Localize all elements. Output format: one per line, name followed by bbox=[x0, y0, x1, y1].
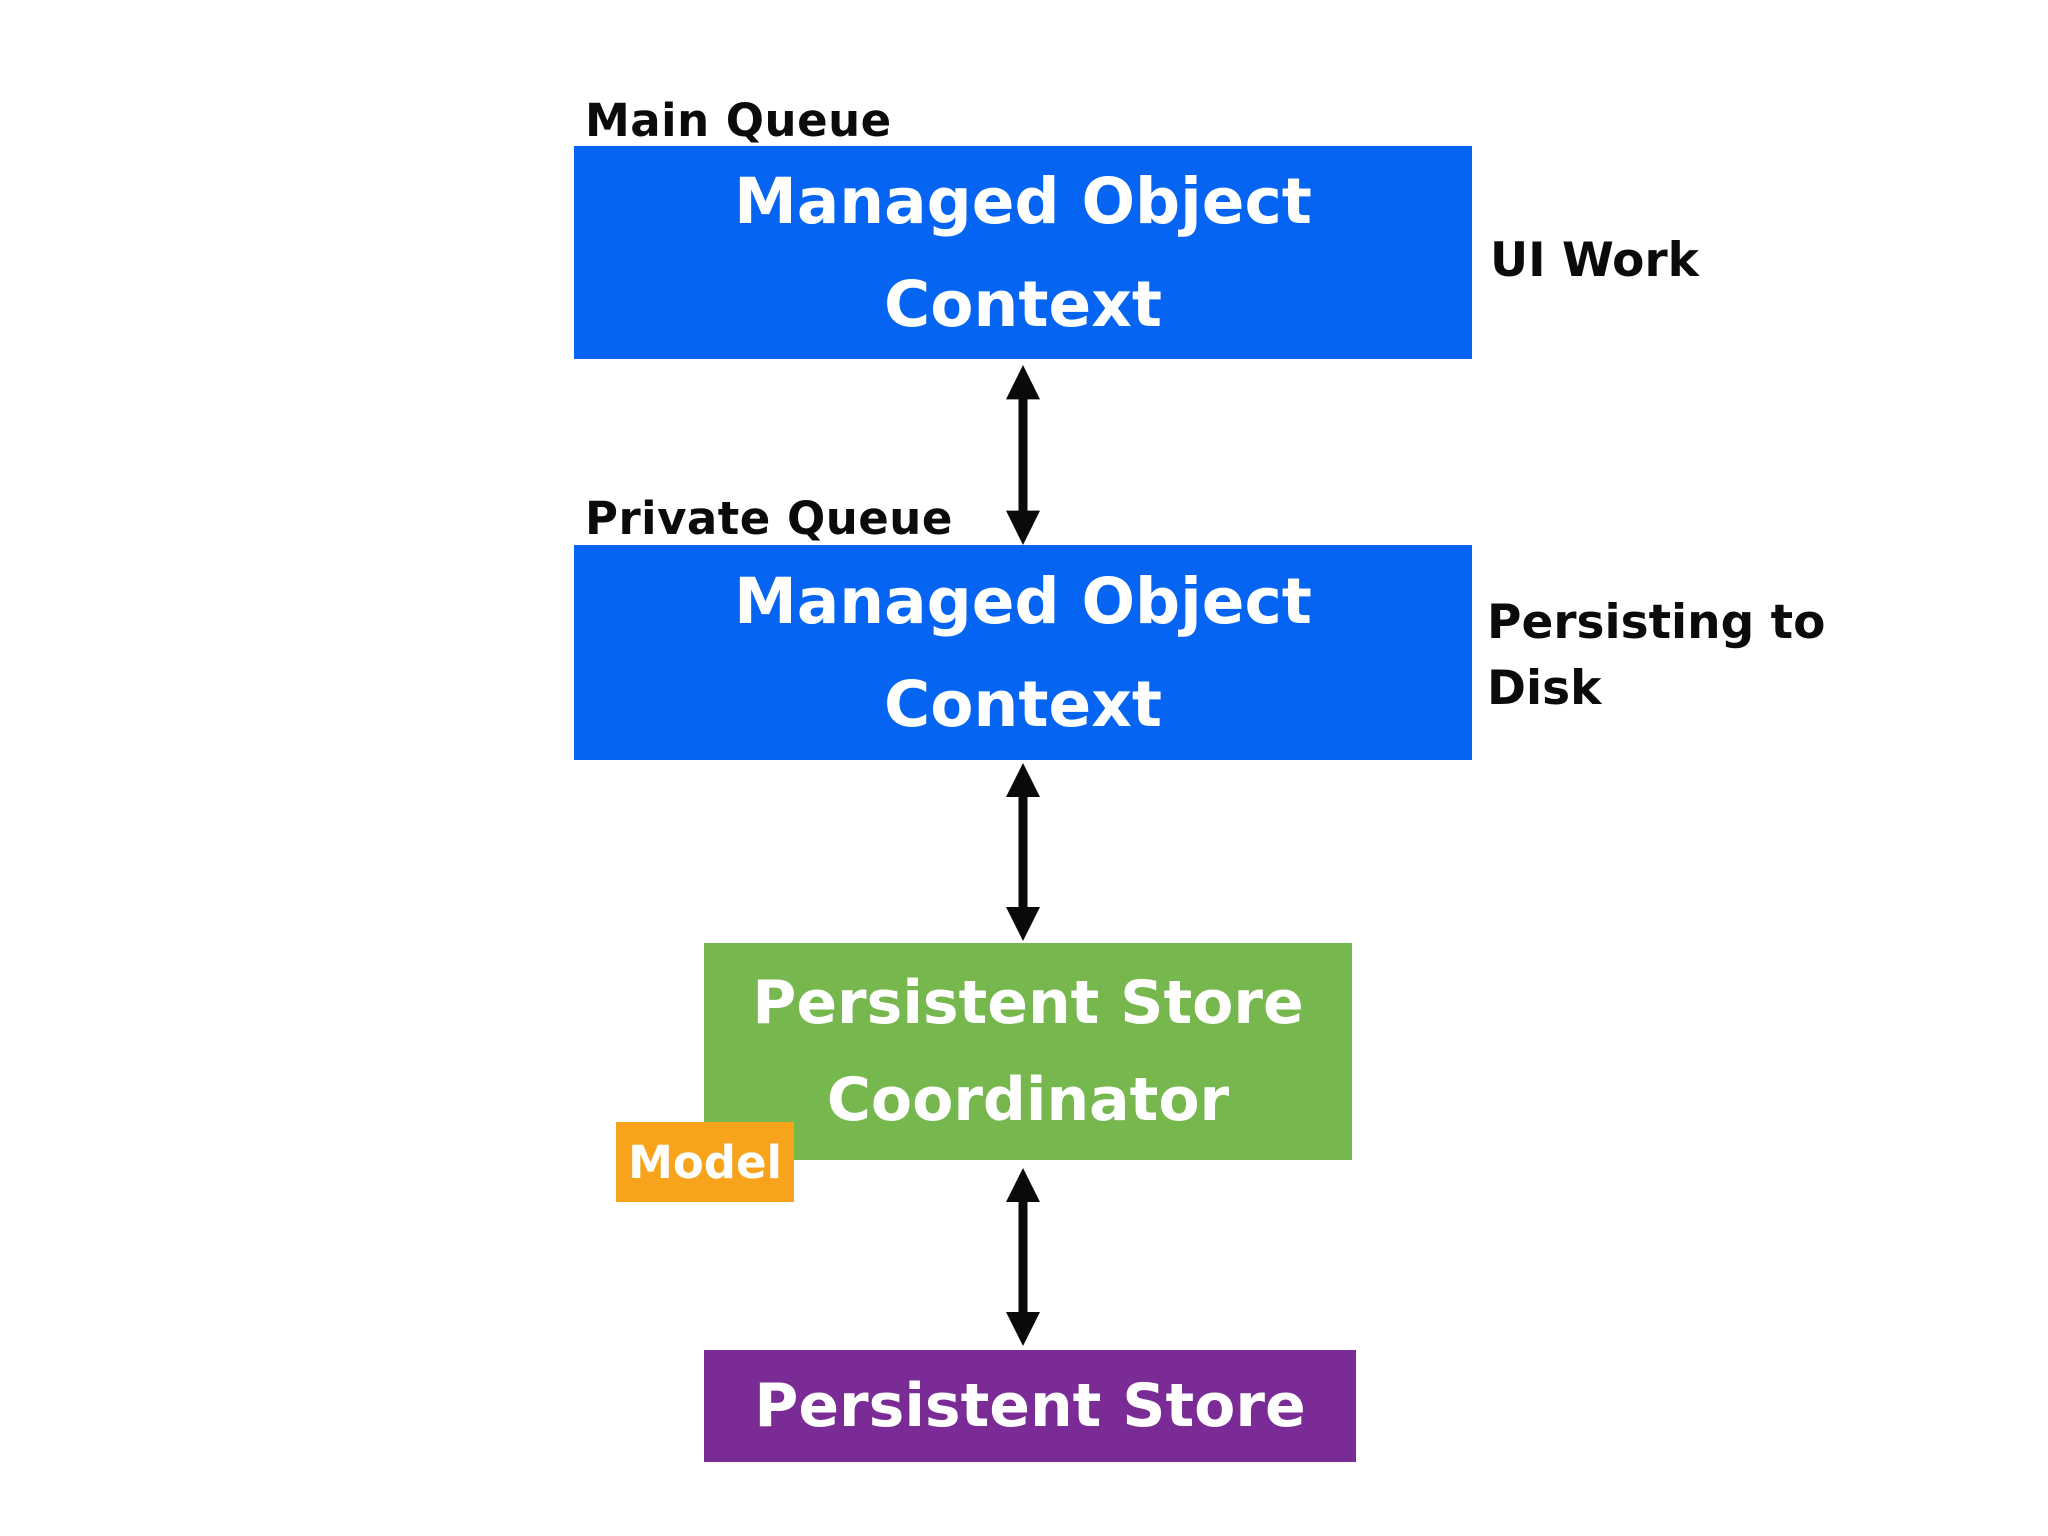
box-title-line: Managed Object bbox=[734, 564, 1312, 638]
persistent-store-coordinator-box: Persistent Store Coordinator bbox=[704, 943, 1352, 1160]
ui-work-label: UI Work bbox=[1490, 233, 1699, 288]
managed-object-context-private-box: Managed Object Context bbox=[574, 545, 1472, 760]
managed-object-context-main-box: Managed Object Context bbox=[574, 146, 1472, 359]
double-arrow-icon bbox=[1006, 365, 1040, 545]
box-title-line: Managed Object bbox=[734, 164, 1312, 238]
persisting-to-disk-line: Disk bbox=[1487, 661, 1602, 716]
private-queue-label: Private Queue bbox=[585, 492, 953, 545]
main-queue-label: Main Queue bbox=[585, 94, 892, 147]
box-title-line: Persistent Store bbox=[754, 1370, 1306, 1441]
persisting-to-disk-line: Persisting to bbox=[1487, 595, 1826, 650]
box-title-line: Coordinator bbox=[826, 1064, 1230, 1135]
model-badge: Model bbox=[616, 1122, 794, 1202]
box-title-line: Context bbox=[884, 267, 1162, 341]
double-arrow-icon bbox=[1006, 763, 1040, 941]
box-title-line: Persistent Store bbox=[752, 967, 1304, 1038]
persistent-store-box: Persistent Store bbox=[704, 1350, 1356, 1462]
box-title-line: Context bbox=[884, 667, 1162, 741]
persisting-to-disk-label: Persisting to Disk bbox=[1487, 590, 1825, 722]
double-arrow-icon bbox=[1006, 1168, 1040, 1346]
